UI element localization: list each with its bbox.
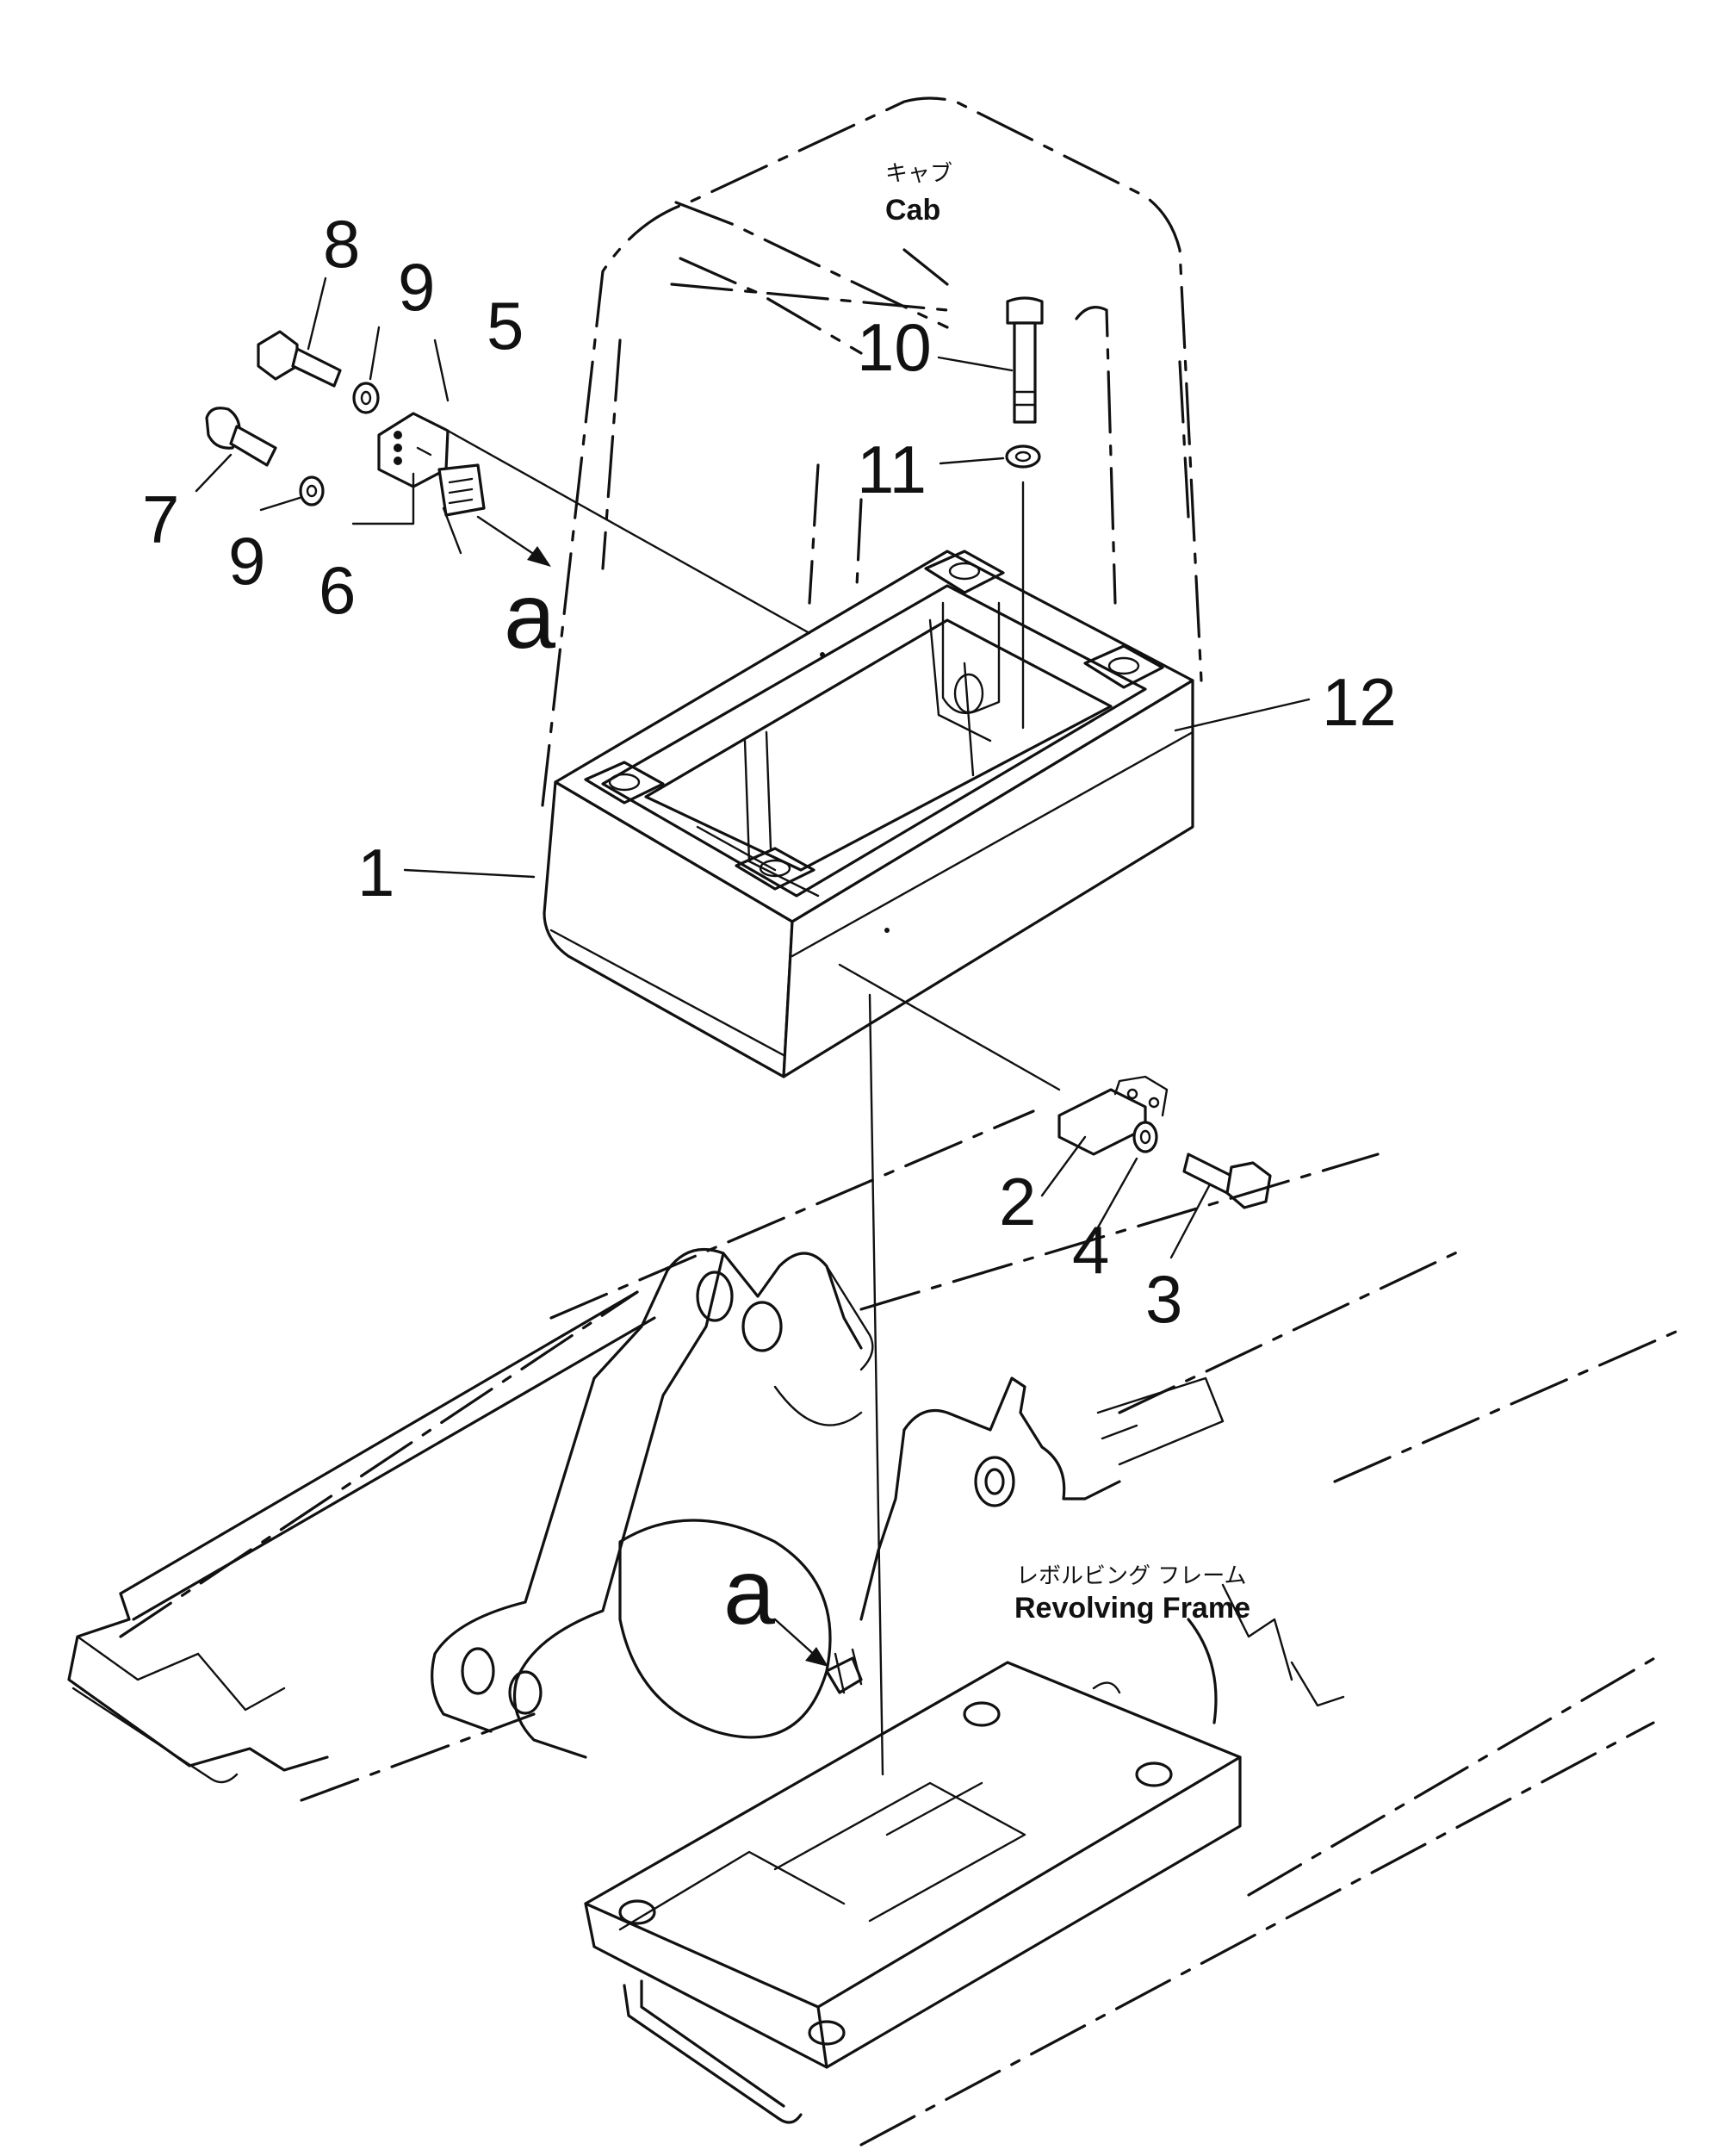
part-5-leader-line [446, 429, 811, 635]
part-7-bolt [205, 407, 277, 467]
part-9-washer-upper [352, 382, 380, 414]
callout-numbers: 1 2 3 4 5 6 7 8 9 9 10 11 12 [142, 206, 1397, 1337]
callout-4: 4 [1072, 1212, 1109, 1288]
revolving-frame [67, 1109, 1690, 2147]
part-3-bolt [1182, 1153, 1272, 1209]
cab-label-en: Cab [885, 194, 940, 227]
callout-8: 8 [323, 206, 360, 282]
part-8-bolt [257, 330, 342, 388]
frame-label-jp: レボルビング フレーム [1016, 1563, 1247, 1589]
view-a-arrow-bottom [773, 1618, 828, 1667]
frame-label-en: Revolving Frame [1014, 1592, 1250, 1625]
part-9-6-bracket-line [351, 472, 415, 525]
mount-centerline [868, 993, 884, 1776]
part-6-plate [437, 463, 486, 517]
part-9-washer-lower [299, 475, 325, 506]
part-2-bracket [1057, 1075, 1169, 1156]
part-10-bolt [1006, 296, 1044, 424]
callout-10: 10 [857, 309, 932, 385]
part-2-leader-line [838, 963, 1061, 1091]
cab-label-jp: キャブ [885, 161, 952, 187]
view-a-label-bottom: a [723, 1539, 776, 1643]
part-11-washer [1005, 444, 1041, 469]
callout-7: 7 [142, 482, 179, 557]
callout-9-upper: 9 [398, 249, 435, 325]
callout-leaders [195, 276, 1311, 1259]
part-4-washer [1132, 1121, 1158, 1153]
callout-6: 6 [319, 552, 356, 628]
part-1-cab-base [543, 550, 1194, 1078]
view-a-label-top: a [504, 563, 556, 668]
callout-2: 2 [999, 1164, 1036, 1240]
callout-5: 5 [487, 288, 524, 363]
cab-outline [541, 96, 1203, 807]
callout-12: 12 [1322, 664, 1397, 740]
cab-label: キャブ Cab [885, 161, 952, 227]
callout-1: 1 [357, 835, 394, 910]
callout-11: 11 [857, 432, 927, 507]
revolving-frame-label: レボルビング フレーム Revolving Frame [1014, 1563, 1250, 1625]
callout-9-lower: 9 [228, 523, 265, 599]
callout-3: 3 [1145, 1261, 1182, 1337]
view-a-arrow-top [476, 515, 551, 567]
